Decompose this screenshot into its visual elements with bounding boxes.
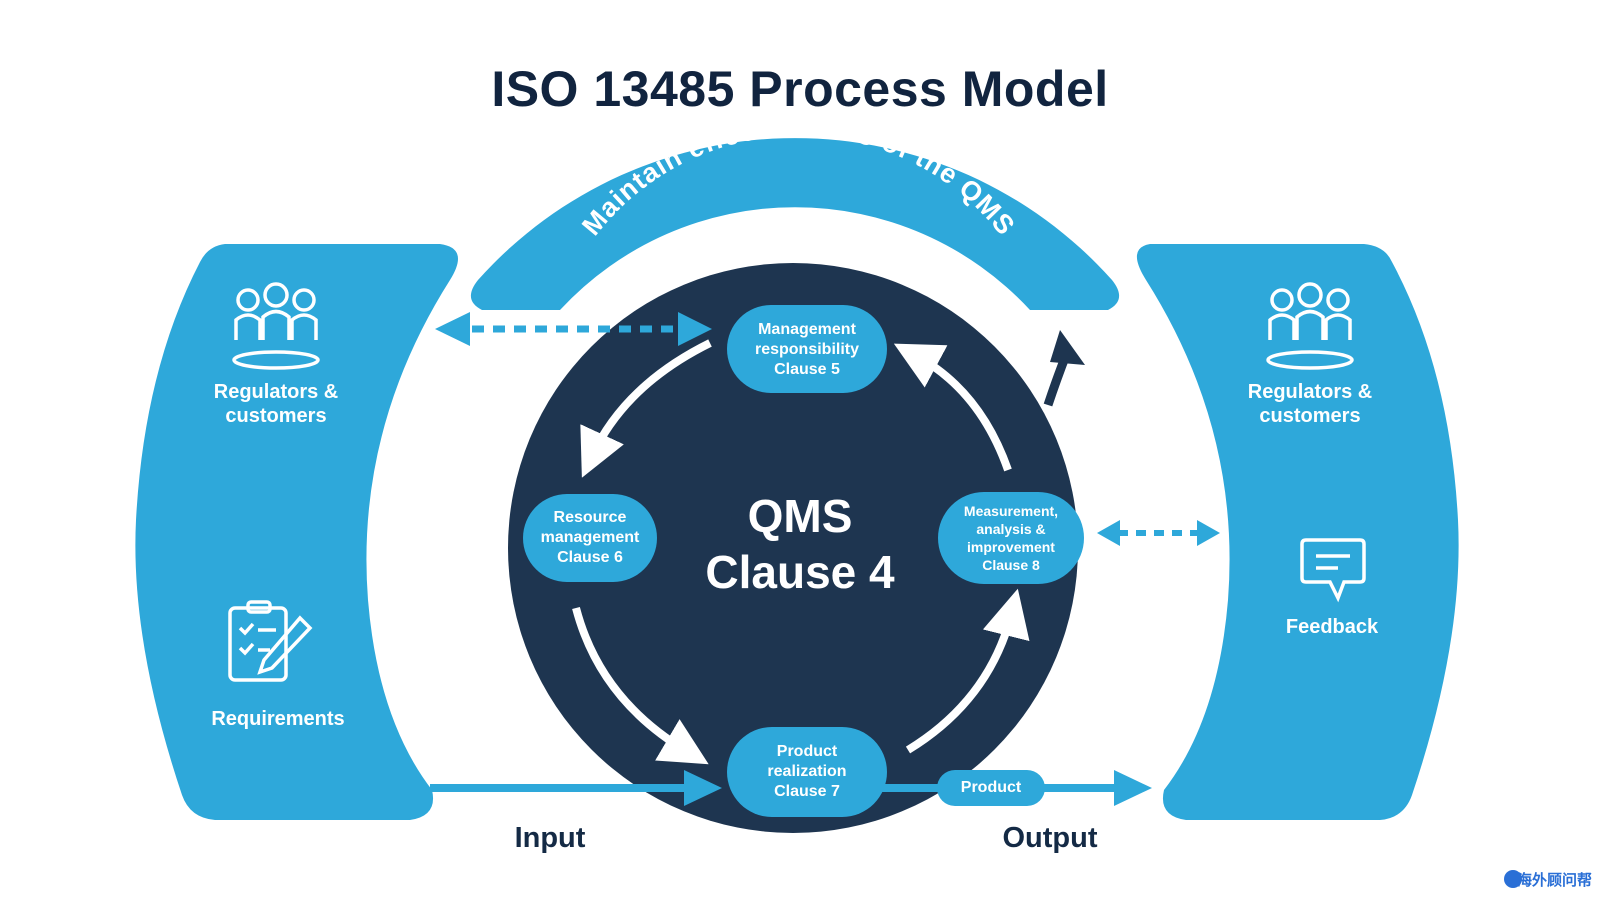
qms-circle: [508, 263, 1078, 833]
product-realization-label: Product realization Clause 7: [727, 742, 887, 802]
pill-resource: [523, 494, 657, 582]
output-label: Output: [1002, 822, 1098, 854]
management-line-2: responsibility: [754, 341, 860, 358]
qms-line-1: QMS: [747, 490, 853, 542]
resource-label: Resource management Clause 6: [523, 508, 657, 568]
measurement-line-3: improvement: [967, 539, 1055, 555]
watermark-logo-icon: [1504, 870, 1522, 888]
management-label: Management responsibility Clause 5: [727, 320, 887, 380]
measurement-line-4: Clause 8: [982, 557, 1040, 573]
measurement-label: Measurement, analysis & improvement Clau…: [938, 502, 1084, 574]
clipboard-pencil-icon: [228, 600, 313, 682]
dotted-arrowhead-left-a: [435, 312, 470, 346]
pill-measurement: [938, 492, 1084, 584]
management-line-1: Management: [758, 321, 856, 338]
resource-line-2: management: [540, 529, 640, 546]
watermark: 海外顾问帮: [1516, 871, 1592, 889]
arc-feedback-arrowhead: [1050, 330, 1085, 365]
product-realization-line-1: Product: [776, 743, 838, 760]
input-label: Input: [514, 822, 586, 854]
flow-arrow-5-to-6: [580, 339, 712, 478]
output-arrowhead: [1114, 770, 1152, 806]
input-arrowhead: [684, 770, 722, 806]
pill-product: [937, 770, 1045, 806]
left-regulators-label: Regulators &customers: [213, 381, 339, 427]
product-realization-line-2: realization: [767, 763, 847, 780]
qms-line-2: Clause 4: [705, 546, 895, 598]
flow-arrow-8-to-5: [893, 343, 1012, 472]
resource-line-1: Resource: [553, 509, 627, 526]
flow-arrow-6-to-7: [572, 606, 709, 765]
dotted-arrowhead-right-b: [1197, 520, 1220, 546]
effectiveness-arc: [470, 138, 1120, 310]
qms-center-label: QMS Clause 4: [650, 488, 950, 600]
measurement-line-2: analysis &: [976, 521, 1046, 537]
chat-bubble-icon: [1300, 538, 1366, 603]
dotted-arrowhead-left-b: [678, 312, 712, 346]
product-label: Product: [960, 779, 1022, 796]
people-group-icon-right: [1266, 282, 1354, 370]
product-realization-line-3: Clause 7: [774, 783, 840, 800]
management-line-3: Clause 5: [774, 361, 840, 378]
flow-arrow-7-to-8: [905, 588, 1030, 754]
right-panel: [1136, 244, 1459, 820]
requirements-label: Requirements: [211, 708, 345, 730]
measurement-line-1: Measurement,: [963, 503, 1059, 519]
feedback-label: Feedback: [1285, 616, 1379, 638]
left-panel: [135, 244, 458, 820]
people-group-icon-left: [232, 282, 320, 370]
pill-management: [727, 305, 887, 393]
dotted-arrowhead-right-a: [1097, 520, 1120, 546]
resource-line-3: Clause 6: [557, 549, 623, 566]
right-regulators-label: Regulators &customers: [1247, 381, 1373, 427]
pill-product-realization: [727, 727, 887, 817]
page-title: ISO 13485 Process Model: [491, 61, 1109, 117]
